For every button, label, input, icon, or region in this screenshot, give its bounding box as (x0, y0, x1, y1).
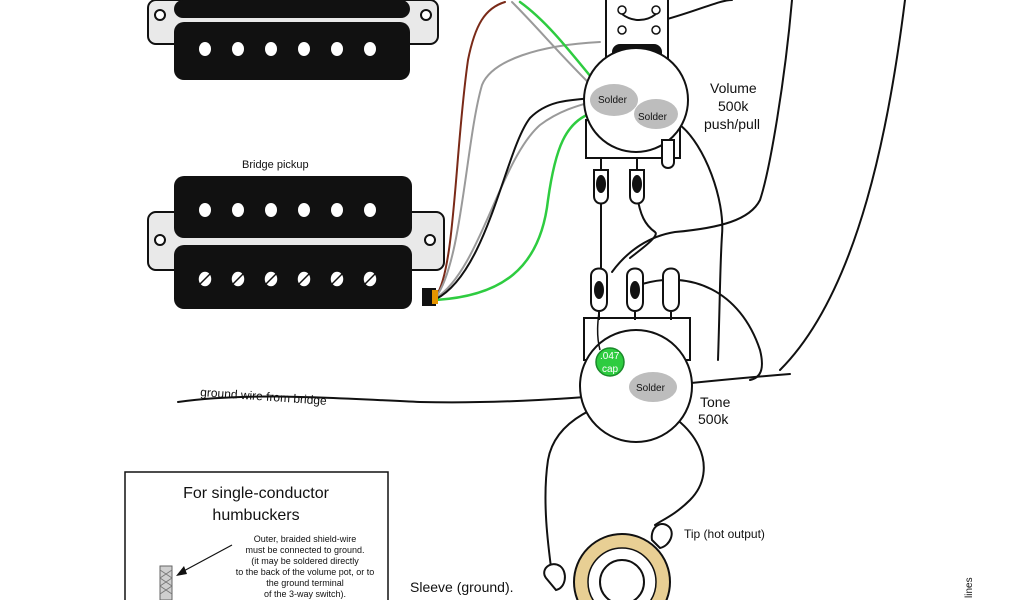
long-ground-wire (611, 0, 793, 273)
volume-title: Volume (710, 80, 757, 96)
volume-type: push/pull (704, 116, 760, 132)
note-title-line-1: For single-conductor (183, 485, 330, 502)
red-wire (435, 1, 506, 297)
pickup-lead-tip (432, 290, 438, 304)
tone-solder-label: Solder (636, 383, 666, 394)
note-title-line-2: humbuckers (212, 507, 299, 524)
switch-top-wire (663, 0, 733, 21)
neck-coil-upper (174, 0, 410, 18)
white-wire-2 (435, 99, 599, 299)
bridge-pickup-label: Bridge pickup (242, 159, 309, 171)
capacitor (595, 347, 625, 377)
jack-hole (599, 559, 645, 600)
jack-tip-lug (650, 522, 673, 550)
braided-shield-wire-icon (159, 565, 173, 600)
volume-right-wire (679, 124, 724, 361)
mounting-screw-icon (420, 9, 432, 21)
volume-lug-wire-2 (629, 194, 657, 259)
braid-pattern (159, 569, 173, 595)
ground-wire-label: ground wire from bridge (200, 385, 328, 408)
pot-lug (661, 139, 675, 169)
note-body-line: of the 3-way switch). (264, 589, 346, 599)
note-body-line: the ground terminal (266, 578, 344, 588)
tip-label: Tip (hot output) (684, 527, 765, 541)
volume-value: 500k (718, 98, 749, 114)
pot-lug (662, 267, 680, 312)
volume-pot: Solder Solder (583, 47, 689, 205)
neck-pickup (147, 0, 439, 80)
cap-unit: cap (602, 364, 619, 375)
jack-sleeve-lug (543, 563, 566, 592)
cap-value: .047 (600, 351, 620, 362)
sleeve-label: Sleeve (ground). (410, 579, 514, 595)
tone-value: 500k (698, 411, 729, 427)
output-jack (543, 522, 673, 600)
note-body-line: Outer, braided shield-wire (254, 534, 357, 544)
neck-coil-lower (174, 22, 410, 80)
note-body-line: must be connected to ground. (245, 545, 364, 555)
credit-text: lines (964, 577, 975, 598)
bridge-pickup (147, 176, 445, 309)
solder-blob (590, 84, 638, 116)
volume-solder-label-2: Solder (638, 112, 668, 123)
note-body-line: (it may be soldered directly (251, 556, 359, 566)
switch-jumper-wire (621, 13, 657, 21)
solder-blob (634, 99, 678, 129)
bridge-coil-upper (174, 176, 412, 238)
solder-blob (629, 372, 677, 402)
note-body-line: to the back of the volume pot, or to (236, 567, 375, 577)
mounting-screw-icon (154, 9, 166, 21)
green-wire-top (518, 0, 602, 90)
note-box: For single-conductor humbuckers Outer, b… (124, 471, 389, 600)
white-wire (435, 41, 601, 298)
bridge-coil-lower (174, 245, 412, 309)
note-arrow-line (179, 544, 233, 574)
green-wire (434, 110, 597, 302)
tone-pot: .047 cap Solder (579, 267, 693, 443)
volume-solder-label: Solder (598, 95, 628, 106)
tone-title: Tone (700, 394, 731, 410)
mounting-screw-icon (424, 234, 436, 246)
arrow-head-icon (176, 566, 187, 576)
neck-white-wire (511, 1, 597, 91)
wires (177, 0, 906, 576)
mounting-screw-icon (154, 234, 166, 246)
right-long-wire (779, 0, 906, 371)
black-wire (435, 97, 596, 300)
cap-lead (596, 311, 601, 351)
